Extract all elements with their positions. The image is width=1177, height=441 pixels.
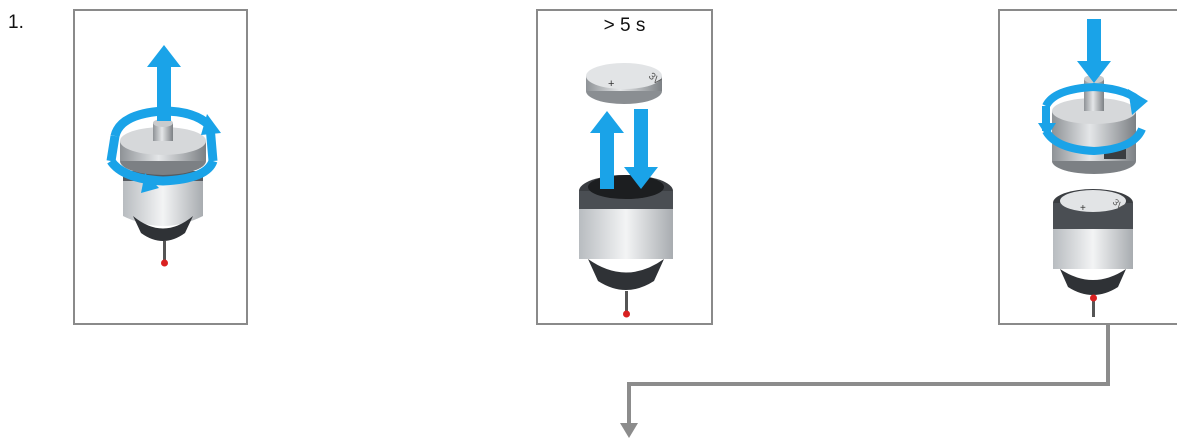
coin-battery: 3V + [586, 63, 663, 104]
battery-cap [120, 119, 206, 175]
insert-battery-arrow-icon [590, 109, 658, 189]
probe-tip-ball [623, 310, 630, 318]
hold-time-label: > 5 s [603, 15, 646, 36]
panel-reassemble: 3V + [998, 9, 1177, 325]
rotate-arrow-icon [106, 106, 221, 193]
connector-line [627, 325, 1110, 425]
probe-body-with-battery: 3V + [1053, 189, 1133, 317]
reassemble-illustration: 3V + [1038, 19, 1148, 317]
press-down-arrow-icon [1077, 19, 1111, 83]
step-number: 1. [8, 12, 24, 33]
battery-polarity-text: + [1080, 203, 1086, 214]
battery-polarity-text: + [608, 78, 614, 90]
probe-tip-ball [1090, 294, 1097, 302]
probe-illustration [106, 45, 221, 267]
connector-arrowhead-icon [620, 423, 638, 438]
probe-tip-ball [161, 259, 168, 267]
panel-unscrew-cap [73, 9, 248, 325]
battery-swap-illustration: 3V + [579, 63, 673, 318]
lift-up-arrow-icon [147, 45, 181, 121]
panel-battery-swap: > 5 s 3V + [536, 9, 713, 325]
rotate-arrow-icon [1038, 82, 1148, 156]
